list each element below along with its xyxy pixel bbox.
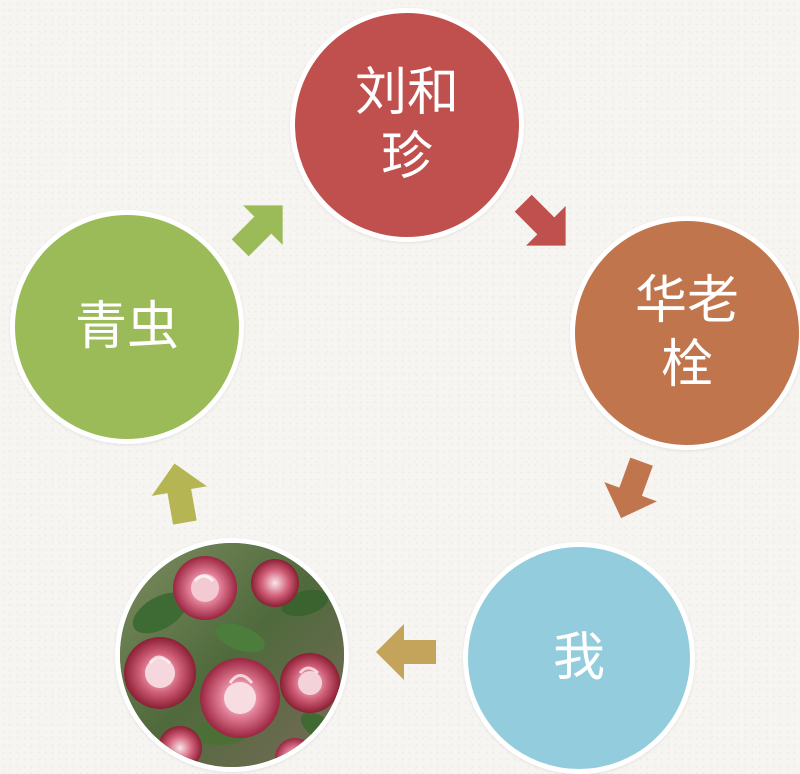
node-label: 青虫 — [74, 297, 179, 357]
arrow-n1-to-n2 — [514, 194, 566, 246]
arrow-shape — [604, 457, 657, 519]
node-roses-image — [115, 538, 349, 772]
arrow-shape — [514, 194, 566, 246]
arrow-shape — [151, 463, 207, 525]
node-wo: 我 — [463, 542, 695, 774]
arrow-n4-to-n5 — [151, 463, 207, 525]
node-label: 我 — [552, 628, 605, 688]
node-label: 华老栓 — [634, 271, 739, 395]
node-label: 刘和珍 — [354, 63, 459, 187]
arrow-n3-to-n4 — [376, 624, 436, 680]
arrow-n2-to-n3 — [604, 457, 657, 519]
arrow-shape — [376, 624, 436, 680]
node-liu-hezhen: 刘和珍 — [290, 8, 524, 242]
arrow-shape — [231, 205, 283, 257]
roses-picture — [120, 543, 344, 767]
arrow-n5-to-n1 — [231, 205, 283, 257]
node-hua-laoshuan: 华老栓 — [570, 216, 800, 450]
node-qingchong: 青虫 — [10, 210, 244, 444]
